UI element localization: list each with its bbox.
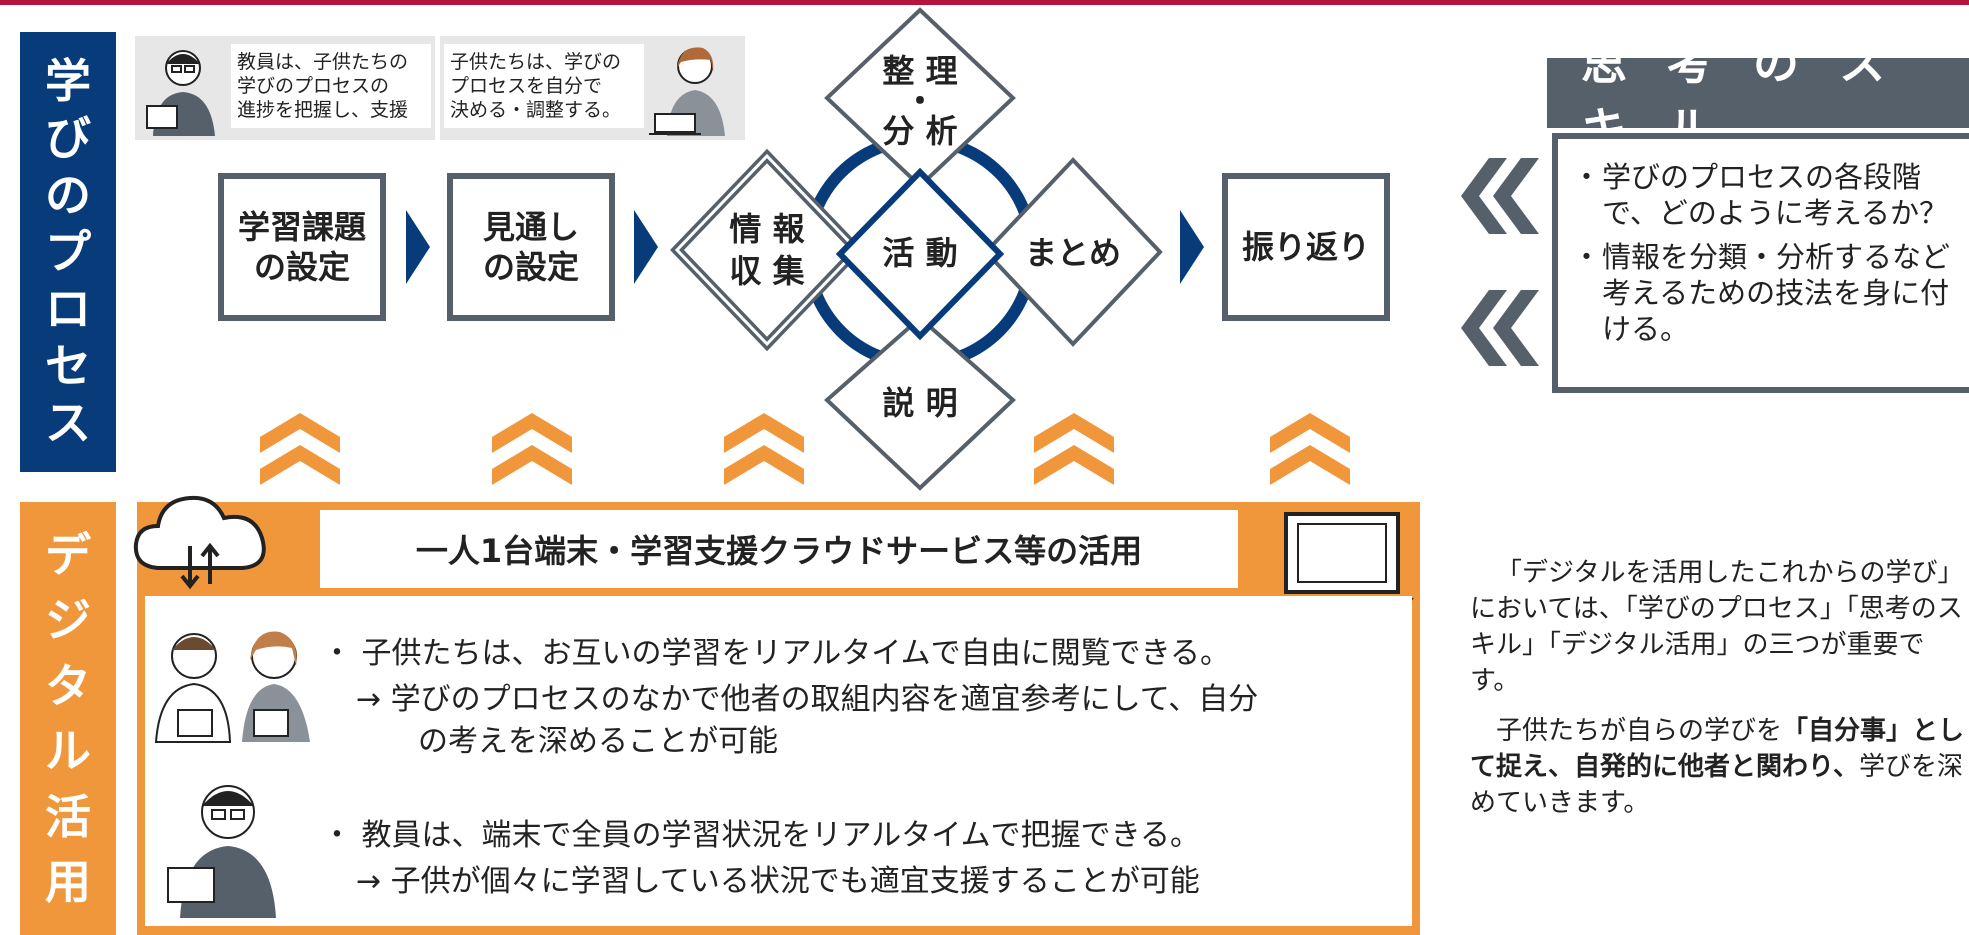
activity-diamond-cluster	[670, 7, 1163, 491]
step-task-setting: 学習課題 の設定	[218, 173, 386, 321]
student-figure-icon	[649, 47, 725, 136]
label-char: ジ	[45, 593, 91, 648]
label-char: ロ	[45, 282, 91, 337]
diamond-right-text: まとめ	[1024, 234, 1121, 272]
digital-content-box	[145, 596, 1412, 926]
digital-bullet-1: ・ 子供たちは、お互いの学習をリアルタイムで自由に閲覧できる。	[322, 636, 1231, 671]
diamond-center-text: 活 動	[882, 234, 958, 272]
label-char: 活	[45, 789, 91, 844]
arrow-right-icon	[406, 210, 430, 284]
label-char: 用	[45, 855, 91, 910]
note-bold-text: 「自分事」として捉え、自発的に他者と関わり、	[1470, 716, 1965, 782]
note-text: 学びを深めていきます。	[1470, 752, 1963, 818]
diamond-explain	[824, 315, 1016, 491]
teacher-with-tablet-icon	[167, 785, 276, 918]
label-char: ル	[45, 724, 91, 779]
teacher-speech-panel: 教員は、子供たちの 学びのプロセスの 進捗を把握し、支援	[135, 36, 435, 140]
digital-use-label: デ ジ タ ル 活 用	[20, 502, 116, 935]
arrow-right-icon	[634, 210, 658, 284]
step-outlook-setting: 見通し の設定	[447, 173, 615, 321]
diamond-activity	[835, 167, 1005, 341]
teacher-speech-text: 教員は、子供たちの 学びのプロセスの 進捗を把握し、支援	[231, 44, 431, 128]
label-char: の	[45, 167, 91, 222]
arrow-right-icon	[1180, 210, 1204, 284]
chevron-left-icon	[1493, 290, 1539, 366]
chevron-up-icon	[1034, 413, 1114, 485]
skills-item: 学びのプロセスの各段階で、どのように考えるか？	[1572, 159, 1959, 231]
label-char: セ	[45, 339, 91, 394]
label-char: 学	[45, 53, 91, 108]
diamond-bottom-text: 説 明	[882, 384, 958, 422]
chevron-left-icon	[1493, 158, 1539, 234]
note-paragraph-2: 子供たちが自らの学びを「自分事」として捉え、自発的に他者と関わり、学びを深めてい…	[1470, 713, 1965, 821]
label-char: タ	[45, 658, 91, 713]
students-with-tablets-icon	[154, 631, 310, 743]
step-reflection: 振り返り	[1222, 173, 1390, 321]
note-paragraph-1: 「デジタルを活用したこれからの学び」においては、「学びのプロセス」「思考のスキル…	[1470, 558, 1964, 696]
digital-sub-1-line1: → 学びのプロセスのなかで他者の取組内容を適宜参考にして、自分	[356, 682, 1259, 717]
thinking-skills-title: 思 考 の ス キ ル	[1547, 36, 1969, 156]
up-chevron-row	[260, 413, 1350, 485]
chevron-up-icon	[724, 413, 804, 485]
digital-bullet-2: ・ 教員は、端末で全員の学習状況をリアルタイムで把握できる。	[322, 818, 1201, 853]
label-char: ス	[45, 396, 91, 451]
diamond-left-text: 情 報 収 集	[729, 210, 805, 290]
double-chevron-left-icons	[1461, 158, 1539, 366]
label-char: デ	[45, 527, 91, 582]
digital-sub-1-line2: の考えを深めることが可能	[418, 724, 778, 759]
cloud-icon	[133, 495, 266, 590]
student-speech-text: 子供たちは、学びの プロセスを自分で 決める・調整する。	[444, 44, 644, 128]
chevron-up-icon	[1270, 413, 1350, 485]
digital-sub-2: → 子供が個々に学習している状況でも適宜支援することが可能	[356, 864, 1200, 899]
chevron-up-icon	[260, 413, 340, 485]
skills-item: 情報を分類・分析するなど考えるための技法を身に付ける。	[1572, 239, 1959, 347]
diamond-top-text: 整 理 ・ 分 析	[882, 52, 958, 150]
note-text: 子供たちが自らの学びを	[1496, 716, 1783, 746]
diamond-summary	[983, 157, 1163, 347]
chevron-left-icon	[1461, 290, 1507, 366]
top-accent-line	[0, 0, 1969, 5]
teacher-figure-icon	[146, 50, 215, 136]
summary-note: 「デジタルを活用したこれからの学び」においては、「学びのプロセス」「思考のスキル…	[1470, 555, 1965, 835]
chevron-left-icon	[1461, 158, 1507, 234]
label-char: プ	[45, 224, 91, 279]
chevron-up-icon	[492, 413, 572, 485]
thinking-skills-box: 学びのプロセスの各段階で、どのように考えるか？ 情報を分類・分析するなど考えるた…	[1552, 133, 1969, 393]
student-speech-panel: 子供たちは、学びの プロセスを自分で 決める・調整する。	[440, 36, 745, 140]
digital-banner: 一人1台端末・学習支援クラウドサービス等の活用	[320, 510, 1238, 588]
learning-process-label: 学 び の プ ロ セ ス	[20, 32, 116, 472]
label-char: び	[45, 110, 91, 165]
